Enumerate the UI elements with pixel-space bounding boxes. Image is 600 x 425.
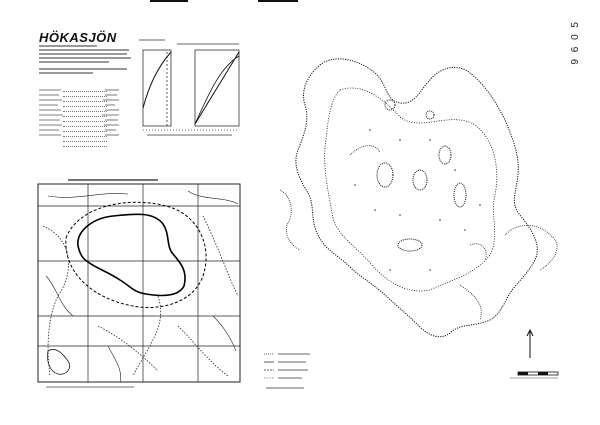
area-curve (142, 51, 172, 109)
map-title: HÖKASJÖN (39, 30, 117, 45)
scale-and-north (510, 328, 559, 379)
stats-row (39, 133, 121, 138)
stats-row (39, 143, 121, 148)
overview-map (37, 179, 241, 388)
top-rule-left (150, 0, 188, 2)
stats-row (39, 88, 121, 93)
shoreline (295, 58, 538, 338)
graph-frame-left (142, 49, 172, 127)
stats-row (39, 98, 121, 103)
top-rule-right (258, 0, 298, 2)
overview-frame (37, 183, 241, 383)
depth-legend (264, 353, 310, 389)
stats-placeholder-strokes (39, 89, 119, 136)
lake-outline (77, 213, 186, 297)
island (425, 110, 435, 120)
island (438, 145, 452, 165)
island (397, 238, 423, 252)
island (412, 169, 428, 191)
stats-row (39, 113, 121, 118)
north-arrow-icon (526, 328, 534, 337)
stats-row (39, 138, 121, 143)
sheet-code: 9 6 0 5 (570, 20, 581, 65)
island (453, 182, 467, 208)
cumulative-curve (194, 55, 240, 125)
depth-map (279, 58, 558, 338)
stats-row (39, 103, 121, 108)
stats-row (39, 123, 121, 128)
depth-contour-1 (324, 87, 498, 292)
stats-row (39, 108, 121, 113)
hypsographic-graphs (139, 39, 240, 136)
stats-row (39, 118, 121, 123)
stats-row (39, 93, 121, 98)
island (384, 99, 396, 111)
graph-frame-right (194, 49, 240, 127)
island (376, 162, 394, 188)
description-text-block (39, 45, 131, 74)
volume-curve (194, 51, 240, 125)
catchment-boundary (65, 201, 207, 308)
stats-row (39, 128, 121, 133)
